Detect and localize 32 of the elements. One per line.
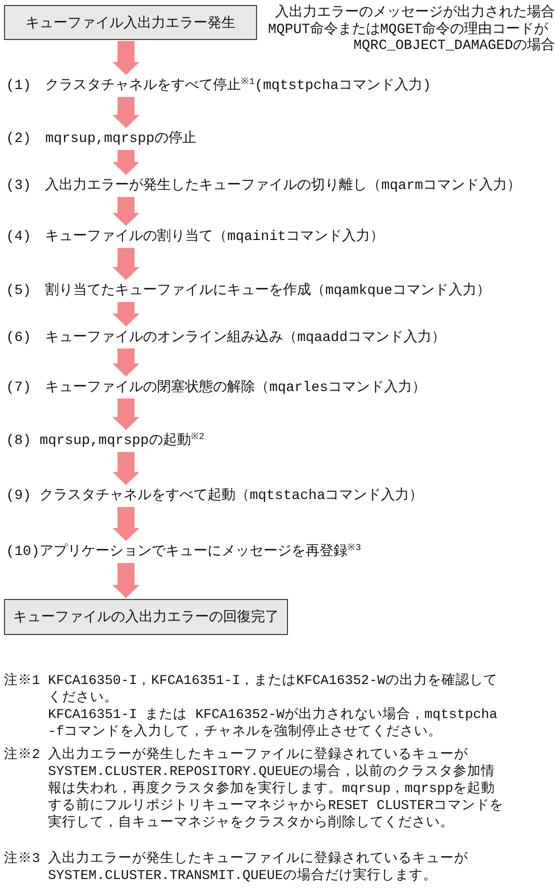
arrow <box>112 348 140 376</box>
step-text: (5) 割り当てたキューファイルにキューを作成（mqamkqueコマンド入力） <box>6 281 490 301</box>
step-text: (7) キューファイルの閉塞状態の解除（mqarlesコマンド入力） <box>6 378 426 398</box>
step-text: (4) キューファイルの割り当て（mqainitコマンド入力） <box>6 227 384 247</box>
note-text: KFCA16350-I，KFCA16351-I，またはKFCA16352-Wの出力を確認してください。 <box>48 673 498 706</box>
step-text: (2) mqrsup,mqrsppの停止 <box>6 129 196 149</box>
note-text: 入出力エラーが発生したキューファイルに登録されているキューがSYSTEM.CLUSTER.TRANSMIT.QUEUEの場合だけ実行します。 <box>48 851 469 885</box>
arrow <box>112 302 140 326</box>
condition-text: MQPUT命令またはMQGET命令の理由コードがMQRC_OBJECT_DAMAGEDの場合 <box>268 22 555 54</box>
arrow <box>112 197 140 226</box>
step-text: (6) キューファイルのオンライン組み込み（mqaaddコマンド入力） <box>6 328 446 348</box>
arrow <box>112 398 140 430</box>
arrow <box>112 452 140 485</box>
step-text: (3) 入出力エラーが発生したキューファイルの切り離し（mqarmコマンド入力） <box>6 176 522 196</box>
arrow <box>112 507 140 541</box>
arrow <box>112 150 140 175</box>
step-text: (10)アプリケーションでキューにメッセージを再登録$^{※3}$ <box>6 542 362 562</box>
start-box: キューファイル入出力エラー発生 <box>4 5 257 40</box>
note-text: 入出力エラーが発生したキューファイルに登録されているキューがSYSTEM.CLUSTER.REPOSITORY.QUEUEの場合，以前のクラスタ参加情報は失われ，再度クラスタ参加を実行します。mqrsup，mqrsppを起動する前にフルリポジトリキューマネジャからRESET CLUSTERコマンドを実行して，自キューマネジャをクラスタから削除してください。 <box>48 747 504 832</box>
step-text: (1) クラスタチャネルをすべて停止$^{※1}$(mqtstpchaコマンド入力) <box>6 76 432 96</box>
condition-text: 入出力エラーのメッセージが出力された場合 <box>274 5 555 22</box>
step-text: (9) クラスタチャネルをすべて起動（mqtstachaコマンド入力） <box>6 486 424 506</box>
end-box: キューファイルの入出力エラーの回復完了 <box>4 599 288 635</box>
note-marker: 注※1 <box>4 674 40 689</box>
arrow <box>112 97 140 128</box>
arrow <box>112 248 140 280</box>
note-marker: 注※2 <box>4 748 40 763</box>
note-text: KFCA16351-I または KFCA16352-Wが出力されない場合，mqtstpcha -fコマンドを入力して，チャネルを強制停止させてください。 <box>48 707 498 741</box>
arrow <box>112 563 140 598</box>
step-text: (8) mqrsup,mqrsppの起動$^{※2}$ <box>6 431 204 451</box>
note-marker: 注※3 <box>4 852 40 867</box>
arrow <box>112 41 140 75</box>
